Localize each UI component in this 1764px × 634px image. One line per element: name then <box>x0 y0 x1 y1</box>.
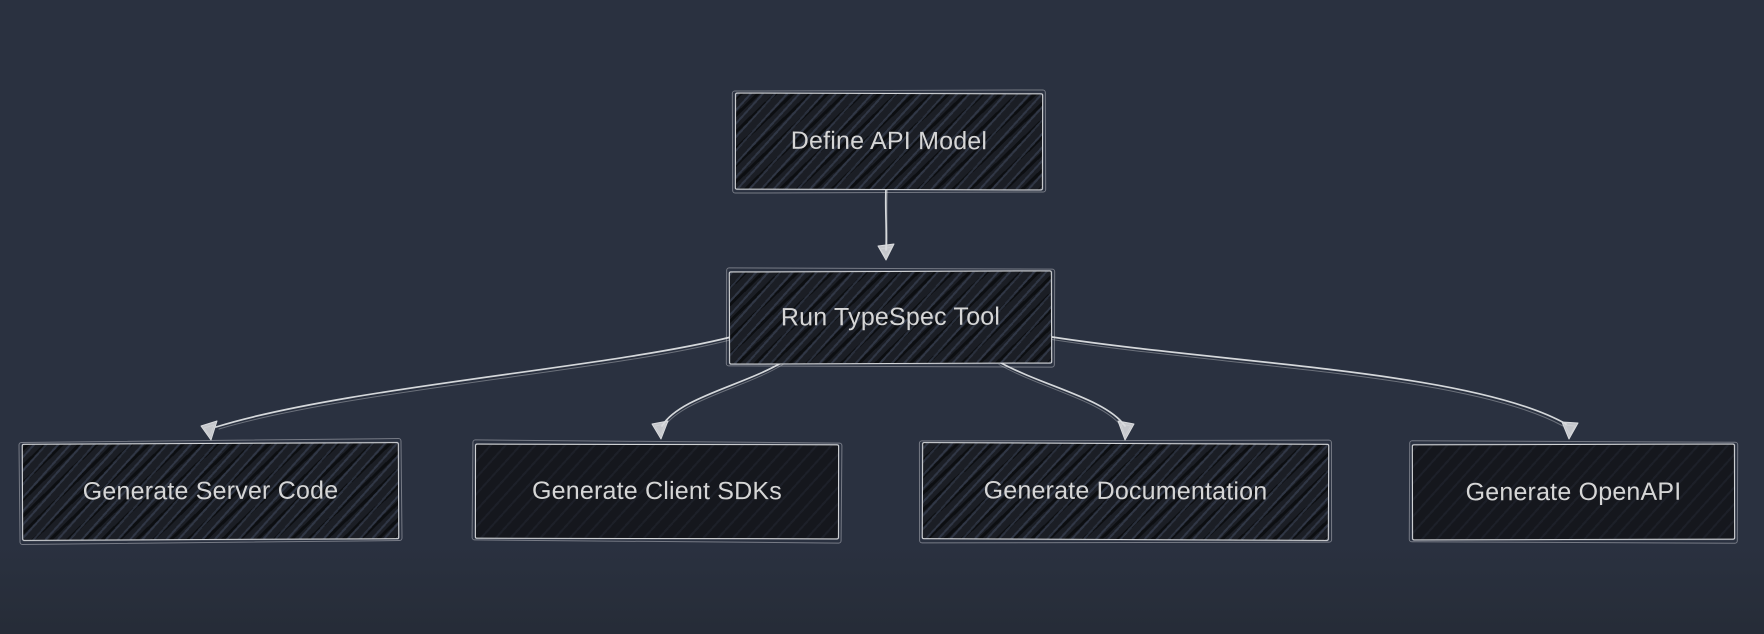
node-generate-client-sdks-label: Generate Client SDKs <box>531 476 782 506</box>
node-generate-documentation: Generate Documentation <box>921 442 1330 541</box>
edge-run-to-sdks-sketch <box>663 364 784 428</box>
node-generate-openapi: Generate OpenAPI <box>1411 443 1736 541</box>
edge-run-to-server <box>215 336 732 428</box>
arrowhead-openapi-sketch <box>1564 424 1576 436</box>
arrowhead-openapi <box>1561 421 1579 440</box>
node-run-typespec-tool: Run TypeSpec Tool <box>728 270 1053 365</box>
arrowhead-docs <box>1117 420 1135 441</box>
arrowhead-run <box>877 243 895 261</box>
arrowhead-sdks-sketch <box>654 423 666 436</box>
edge-run-to-openapi-sketch <box>1051 339 1564 427</box>
edge-define-to-run-sketch <box>886 189 888 251</box>
node-run-typespec-tool-label: Run TypeSpec Tool <box>780 302 1001 332</box>
node-generate-server-code-label: Generate Server Code <box>82 476 339 506</box>
edge-run-to-docs <box>1000 362 1126 427</box>
arrowhead-server <box>200 420 218 441</box>
node-generate-client-sdks: Generate Client SDKs <box>474 443 840 540</box>
arrowhead-docs-sketch <box>1120 423 1132 437</box>
arrowhead-sdks <box>651 420 669 440</box>
node-generate-documentation-label: Generate Documentation <box>983 476 1268 506</box>
node-generate-openapi-label: Generate OpenAPI <box>1465 477 1682 506</box>
edge-run-to-docs-sketch <box>998 364 1123 428</box>
node-define-api-model: Define API Model <box>734 92 1044 191</box>
arrowhead-server-sketch <box>203 424 215 437</box>
edge-run-to-openapi <box>1051 336 1567 425</box>
edge-run-to-server-sketch <box>218 339 733 430</box>
edge-define-to-run <box>884 188 888 251</box>
node-define-api-model-label: Define API Model <box>790 126 988 156</box>
arrowhead-run-sketch <box>879 246 893 258</box>
edge-run-to-sdks <box>661 362 782 427</box>
node-generate-server-code: Generate Server Code <box>21 442 400 541</box>
